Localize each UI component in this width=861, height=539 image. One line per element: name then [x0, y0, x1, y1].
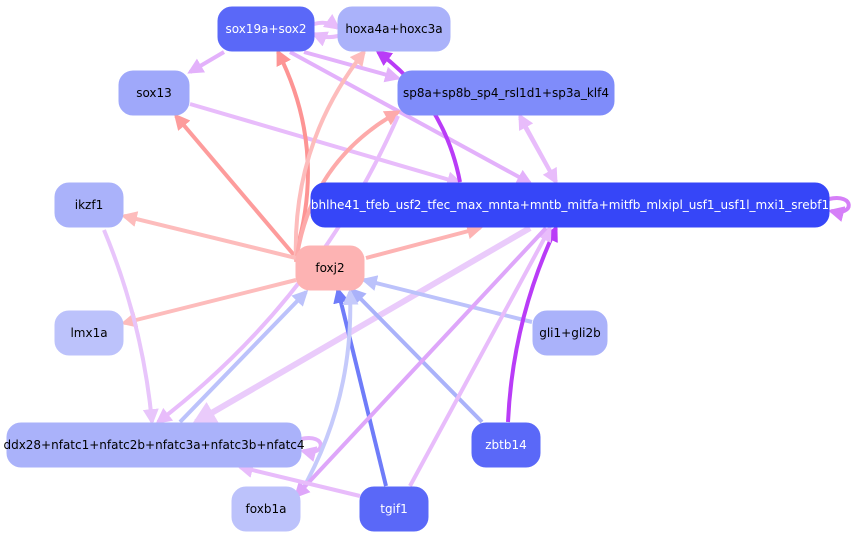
edge-foxj2-to-ikzf1 — [120, 211, 297, 260]
edge-foxj2-to-bhlhe41 — [365, 223, 484, 260]
node-box — [310, 182, 830, 228]
node-label: lmx1a — [70, 326, 107, 340]
node-box — [6, 422, 302, 468]
node-ddx28[interactable]: ddx28+nfatc1+nfatc2b+nfatc3a+nfatc3b+nfa… — [3, 422, 305, 468]
node-gli1_gli2b[interactable]: gli1+gli2b — [532, 310, 608, 356]
edge-sox13-to-bhlhe41 — [189, 102, 464, 188]
edge-ikzf1-to-ddx28 — [102, 229, 159, 426]
node-label: tgif1 — [380, 502, 408, 516]
node-box — [471, 422, 541, 468]
node-box — [118, 70, 190, 116]
node-box — [359, 486, 429, 532]
node-tgif1[interactable]: tgif1 — [359, 486, 429, 532]
edge-foxb1a-to-foxj2 — [298, 288, 359, 495]
node-sp8a[interactable]: sp8a+sp8b_sp4_rsl1d1+sp3a_klf4 — [397, 70, 615, 116]
node-label: foxj2 — [315, 261, 344, 275]
edge-sp8a-to-ddx28 — [155, 115, 400, 424]
node-label: foxb1a — [246, 502, 287, 516]
edge-hoxa4a_hoxc3a-to-sox19a_sox2 — [311, 31, 339, 47]
node-box — [54, 182, 124, 228]
node-box — [337, 6, 451, 52]
edge-zbtb14-to-bhlhe41 — [506, 225, 558, 423]
edge-sox19a_sox2-to-sox13 — [187, 50, 226, 74]
nodes-layer: sox19a+sox2 hoxa4a+hoxc3a sox13 sp8a+sp8b_s… — [3, 6, 830, 532]
edge-tgif1-to-foxj2 — [333, 286, 388, 487]
edges-layer — [102, 14, 851, 499]
node-label: sp8a+sp8b_sp4_rsl1d1+sp3a_klf4 — [403, 86, 609, 100]
edge-bhlhe41-to-ddx28 — [191, 225, 532, 425]
edge-foxj2-to-sp8a — [294, 110, 401, 263]
node-label: zbtb14 — [485, 438, 527, 452]
edge-ddx28-to-foxj2 — [178, 289, 309, 424]
edge-sox19a_sox2-to-bhlhe41 — [289, 50, 533, 185]
node-label: bhlhe41_tfeb_usf2_tfec_max_mnta+mntb_mit… — [311, 198, 829, 212]
node-foxj2[interactable]: foxj2 — [295, 245, 365, 291]
edge-sox19a_sox2-to-hoxa4a_hoxc3a — [313, 14, 341, 30]
node-sox19a_sox2[interactable]: sox19a+sox2 — [217, 6, 315, 52]
node-box — [54, 310, 124, 356]
node-label: sox13 — [136, 86, 172, 100]
edge-gli1_gli2b-to-foxj2 — [360, 275, 533, 324]
edge-foxj2-to-hoxa4a_hoxc3a — [293, 49, 366, 261]
edge-ddx28-to-ddx28 — [299, 436, 323, 462]
node-box — [231, 486, 301, 532]
node-label: sox19a+sox2 — [226, 22, 307, 36]
node-label: hoxa4a+hoxc3a — [345, 22, 442, 36]
edge-bhlhe41-to-foxb1a — [293, 226, 548, 499]
edge-zbtb14-to-foxj2 — [349, 287, 484, 424]
node-ikzf1[interactable]: ikzf1 — [54, 182, 124, 228]
node-label: gli1+gli2b — [539, 326, 601, 340]
edge-bhlhe41-to-sp8a — [518, 113, 558, 183]
node-hoxa4a_hoxc3a[interactable]: hoxa4a+hoxc3a — [337, 6, 451, 52]
node-box — [532, 310, 608, 356]
node-foxb1a[interactable]: foxb1a — [231, 486, 301, 532]
node-sox13[interactable]: sox13 — [118, 70, 190, 116]
node-bhlhe41[interactable]: bhlhe41_tfeb_usf2_tfec_max_mnta+mntb_mit… — [310, 182, 830, 228]
edge-tgif1-to-bhlhe41 — [408, 225, 552, 487]
edge-foxj2-to-lmx1a — [120, 278, 297, 328]
edge-tgif1-to-ddx28 — [236, 462, 361, 498]
node-box — [295, 245, 365, 291]
node-label: ikzf1 — [75, 198, 103, 212]
node-box — [217, 6, 315, 52]
node-zbtb14[interactable]: zbtb14 — [471, 422, 541, 468]
edge-foxj2-to-sox13 — [173, 113, 296, 257]
node-lmx1a[interactable]: lmx1a — [54, 310, 124, 356]
node-box — [397, 70, 615, 116]
node-label: ddx28+nfatc1+nfatc2b+nfatc3a+nfatc3b+nfa… — [3, 438, 304, 452]
edge-bhlhe41-to-bhlhe41 — [827, 196, 851, 222]
